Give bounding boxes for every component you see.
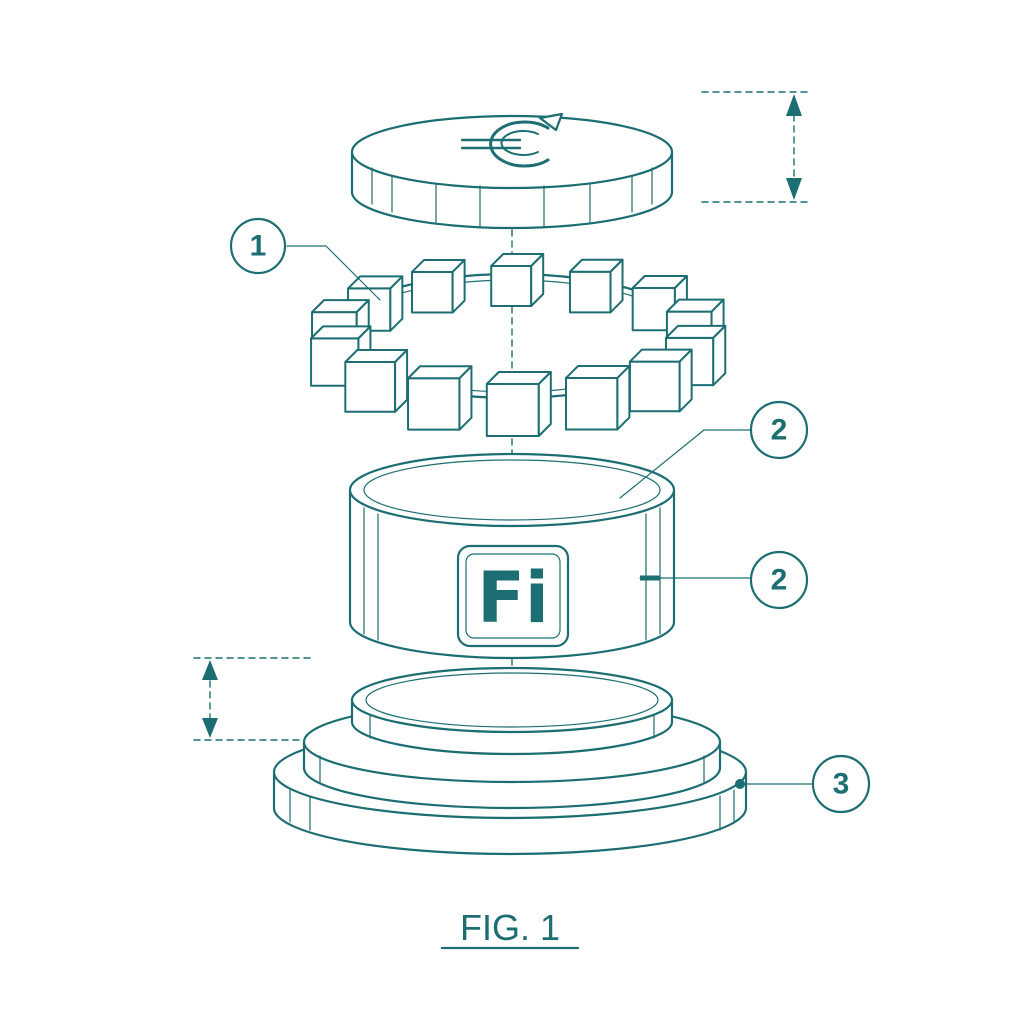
cube-ring <box>310 253 727 437</box>
cylinder-cup: Fi <box>348 452 676 660</box>
svg-text:FIG. 1: FIG. 1 <box>460 907 560 948</box>
cube <box>344 348 409 413</box>
cube <box>568 258 624 314</box>
base-plate <box>272 666 748 856</box>
svg-text:2: 2 <box>771 414 788 447</box>
svg-text:3: 3 <box>833 768 850 801</box>
dimension-top <box>701 91 813 203</box>
cap-knurling <box>371 167 653 227</box>
callout-3: 3 <box>735 754 871 814</box>
cube <box>490 253 545 308</box>
dimension-arrow-icon <box>786 94 802 200</box>
top-cap <box>350 112 674 230</box>
cube <box>564 365 631 431</box>
currency-symbol-icon <box>460 112 564 168</box>
callout-2-inner: 2 <box>619 400 809 499</box>
cube <box>485 370 552 437</box>
badge-label: Fi <box>477 557 549 639</box>
callout-1: 1 <box>229 217 381 301</box>
cube <box>407 365 473 431</box>
cube <box>628 348 693 413</box>
dimension-bottom <box>193 657 311 741</box>
svg-text:2: 2 <box>771 564 788 597</box>
svg-text:1: 1 <box>250 230 267 263</box>
figure-caption: FIG. 1 <box>440 907 580 950</box>
cube <box>411 258 466 314</box>
callout-2-outer: 2 <box>639 550 809 610</box>
element-badge <box>456 544 570 648</box>
base-knurling <box>289 713 735 831</box>
